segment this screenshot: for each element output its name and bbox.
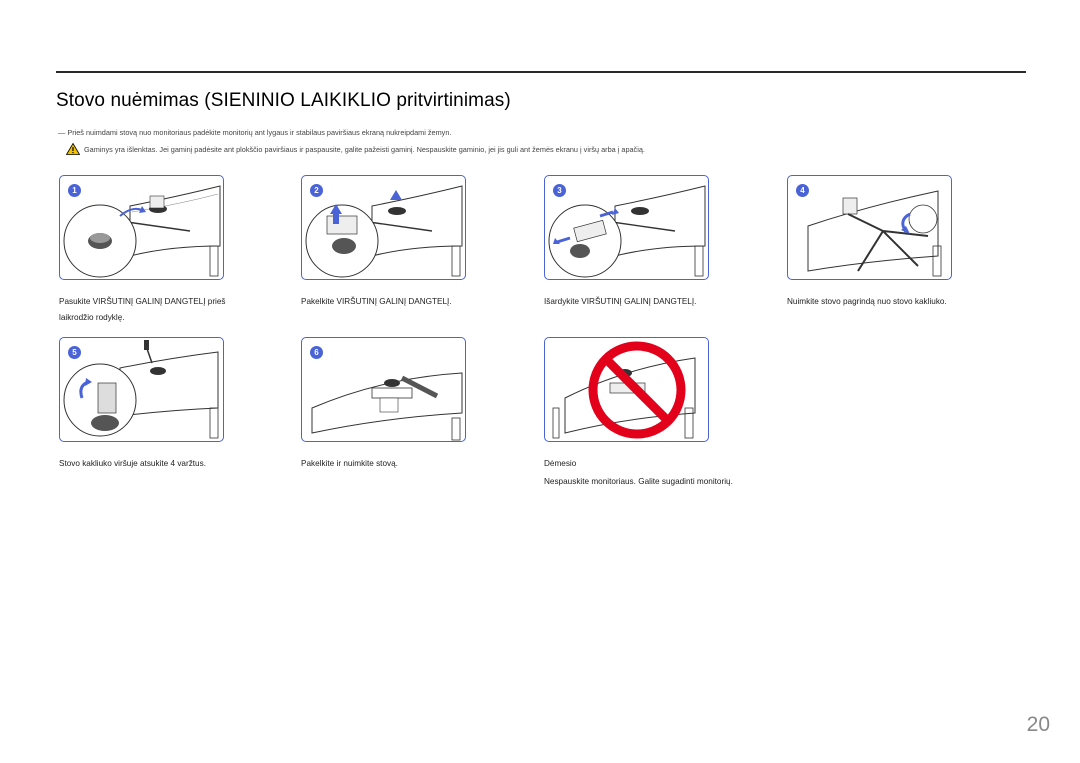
step-2-caption: Pakelkite VIRŠUTINĮ GALINĮ DANGTELĮ. xyxy=(301,297,452,306)
step-6-caption: Pakelkite ir nuimkite stovą. xyxy=(301,459,398,468)
step-3-drawing xyxy=(548,185,706,278)
step-6-drawing xyxy=(311,372,463,441)
do-not-press-illustration xyxy=(544,337,709,442)
step-3-caption: Išardykite VIRŠUTINĮ GALINĮ DANGTELĮ. xyxy=(544,297,697,306)
step-5-drawing xyxy=(63,340,219,439)
step-1-drawing xyxy=(63,185,221,278)
note-dash: ― xyxy=(58,128,66,137)
step-5-illustration: 5 xyxy=(59,337,224,442)
step-number-5: 5 xyxy=(68,346,81,359)
prohibited-sign-icon xyxy=(552,341,696,439)
caution-heading: Dėmesio xyxy=(544,459,577,468)
step-1-caption: Pasukite VIRŠUTINĮ GALINĮ DANGTELĮ prieš… xyxy=(59,297,226,322)
step-3-illustration: 3 xyxy=(544,175,709,280)
step-2-illustration: 2 xyxy=(301,175,466,280)
step-6-illustration: 6 xyxy=(301,337,466,442)
step-5-caption: Stovo kakliuko viršuje atsukite 4 varžtu… xyxy=(59,459,206,468)
step-number-1: 1 xyxy=(68,184,81,197)
warning-text: Gaminys yra išlenktas. Jei gaminį padėsi… xyxy=(84,144,645,154)
page-number: 20 xyxy=(1026,713,1050,736)
step-1-illustration: 1 xyxy=(59,175,224,280)
step-4-illustration: 4 xyxy=(787,175,952,280)
step-4-drawing xyxy=(807,190,942,277)
warning-triangle-icon xyxy=(66,143,80,155)
page-title: Stovo nuėmimas (SIENINIO LAIKIKLIO pritv… xyxy=(56,90,511,111)
step-2-drawing xyxy=(305,185,463,278)
step-4-caption: Nuimkite stovo pagrindą nuo stovo kakliu… xyxy=(787,297,947,306)
caution-text: Nespauskite monitoriaus. Galite sugadint… xyxy=(544,477,733,486)
note-text: Prieš nuimdami stovą nuo monitoriaus pad… xyxy=(67,128,452,137)
step-number-6: 6 xyxy=(310,346,323,359)
step-number-4: 4 xyxy=(796,184,809,197)
note-line: ― Prieš nuimdami stovą nuo monitoriaus p… xyxy=(58,128,451,137)
step-number-2: 2 xyxy=(310,184,323,197)
header-rule xyxy=(56,71,1026,73)
step-number-3: 3 xyxy=(553,184,566,197)
warning-line: Gaminys yra išlenktas. Jei gaminį padėsi… xyxy=(66,143,645,155)
